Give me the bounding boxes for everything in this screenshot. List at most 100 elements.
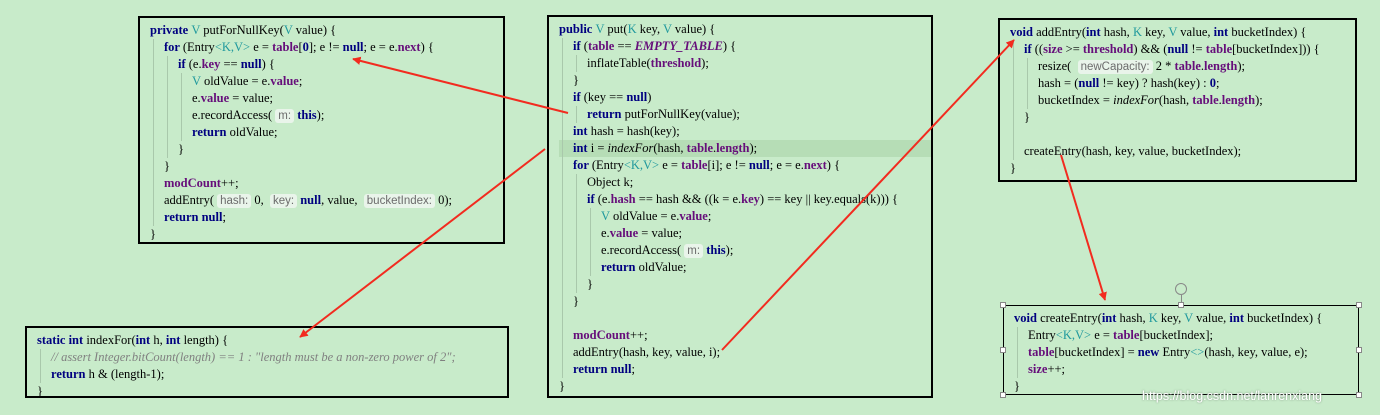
parameter-hint: m:: [275, 109, 295, 123]
code-token: next: [397, 40, 421, 54]
code-text: bucketIndex = indexFor(hash, table.lengt…: [1010, 93, 1263, 107]
indent-guide: [181, 73, 182, 90]
code-text: }: [150, 227, 156, 241]
code-text: }: [1010, 161, 1016, 175]
code-text: V oldValue = e.value;: [150, 74, 302, 88]
indent-guide: [167, 141, 168, 158]
resize-handle[interactable]: [1000, 347, 1006, 353]
code-token: (: [583, 39, 588, 53]
code-token: , value,: [321, 193, 364, 207]
indent-guide: [576, 259, 577, 276]
code-token: table: [272, 40, 299, 54]
code-token: ) {: [261, 57, 275, 71]
code-token: next: [803, 158, 827, 172]
indent-guide: [590, 259, 591, 276]
code-token: for: [573, 158, 592, 172]
code-token: Entry: [1162, 345, 1191, 359]
code-line: e.recordAccess( m: this);: [150, 107, 503, 124]
code-token: ;: [298, 74, 303, 88]
code-token: V: [662, 22, 675, 36]
parameter-hint: key:: [270, 194, 298, 208]
code-token: (key ==: [583, 90, 627, 104]
code-line: [1010, 126, 1355, 143]
code-line: int i = indexFor(hash, table.length);: [559, 140, 931, 157]
code-line: int hash = hash(key);: [559, 123, 931, 140]
code-token: put(: [607, 22, 628, 36]
indent-guide: [181, 90, 182, 107]
code-token: putForNullKey(: [203, 23, 284, 37]
code-token: modCount: [573, 328, 630, 342]
indent-guide: [562, 208, 563, 225]
code-token: if: [573, 90, 584, 104]
code-token: bucketIndex =: [1038, 93, 1114, 107]
indent-guide: [153, 107, 154, 124]
code-text: // assert Integer.bitCount(length) == 1 …: [37, 350, 456, 364]
parameter-hint: newCapacity:: [1077, 60, 1153, 74]
indent-guide: [1017, 327, 1018, 344]
indent-guide: [576, 106, 577, 123]
rotate-handle-stem: [1181, 295, 1182, 304]
code-text: hash = (null != key) ? hash(key) : 0;: [1010, 76, 1219, 90]
code-token: h,: [153, 333, 166, 347]
code-token: return: [51, 367, 89, 381]
code-text: private V putForNullKey(V value) {: [150, 23, 336, 37]
code-text: size++;: [1014, 362, 1065, 376]
code-token: ]; e !=: [308, 40, 343, 54]
code-token: oldValue;: [229, 125, 278, 139]
code-line: [559, 310, 931, 327]
code-token: 0,: [251, 193, 270, 207]
indent-guide: [153, 39, 154, 56]
code-line: modCount++;: [150, 175, 503, 192]
code-token: table: [1205, 42, 1233, 56]
arrow-put-to-putfornullkey: [352, 56, 569, 114]
code-token: (Entry: [591, 158, 624, 172]
code-token: indexFor: [607, 141, 654, 155]
indent-guide: [153, 158, 154, 175]
code-token: value: [679, 209, 708, 223]
code-text: e.value = value;: [559, 226, 682, 240]
code-token: <K,V>: [623, 158, 663, 172]
code-token: length: [1204, 59, 1238, 73]
code-token: ==: [617, 39, 635, 53]
code-panel-put: public V put(K key, V value) {if (table …: [547, 15, 933, 398]
resize-handle[interactable]: [1000, 302, 1006, 308]
indent-guide: [562, 72, 563, 89]
code-text: e.recordAccess( m: this);: [150, 108, 324, 123]
indent-guide: [576, 174, 577, 191]
code-token: null: [1078, 76, 1103, 90]
code-token: <K,V>: [214, 40, 254, 54]
resize-handle[interactable]: [1356, 347, 1362, 353]
code-token: null: [1167, 42, 1192, 56]
code-line: void createEntry(int hash, K key, V valu…: [1014, 310, 1358, 327]
code-token: }: [1014, 379, 1020, 393]
code-token: public: [559, 22, 596, 36]
code-text: Object k;: [559, 175, 633, 189]
rotate-handle-icon[interactable]: [1175, 283, 1187, 295]
code-token: ;: [707, 209, 712, 223]
code-token: addEntry(hash, key, value, i);: [573, 345, 721, 359]
resize-handle[interactable]: [1356, 392, 1362, 398]
code-token: V: [595, 22, 608, 36]
code-text: inflateTable(threshold);: [559, 56, 709, 70]
code-text: int hash = hash(key);: [559, 124, 680, 138]
arrow-put-to-addentry: [721, 39, 1015, 351]
indent-guide: [576, 276, 577, 293]
indent-guide: [590, 242, 591, 259]
code-token: e.: [192, 91, 201, 105]
code-token: e.recordAccess(: [601, 243, 685, 257]
indent-guide: [153, 192, 154, 209]
code-text: createEntry(hash, key, value, bucketInde…: [1010, 144, 1241, 158]
code-line: return putForNullKey(value);: [559, 106, 931, 123]
code-text: if ((size >= threshold) && (null != tabl…: [1010, 42, 1320, 56]
indent-guide: [562, 191, 563, 208]
resize-handle[interactable]: [1000, 392, 1006, 398]
code-line: return null;: [559, 361, 931, 378]
resize-handle[interactable]: [1178, 302, 1184, 308]
resize-handle[interactable]: [1356, 302, 1362, 308]
indent-guide: [562, 89, 563, 106]
code-line: V oldValue = e.value;: [150, 73, 503, 90]
code-line: return oldValue;: [150, 124, 503, 141]
code-token: hash,: [1103, 25, 1133, 39]
code-token: int: [1229, 311, 1248, 325]
code-text: for (Entry<K,V> e = table[i]; e != null;…: [559, 158, 840, 172]
